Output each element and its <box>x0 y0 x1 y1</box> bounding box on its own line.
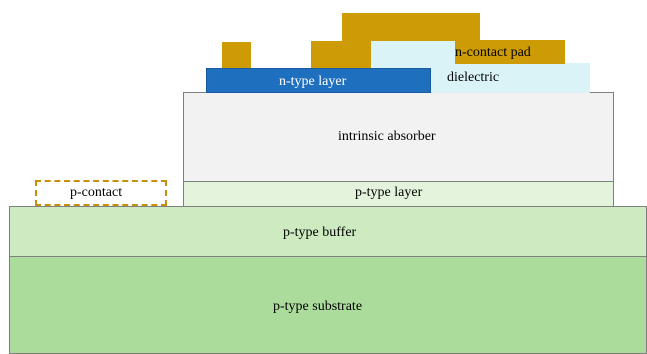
p-type-layer <box>183 181 614 207</box>
intrinsic-absorber-label: intrinsic absorber <box>338 129 436 144</box>
dielectric-upper <box>370 40 456 64</box>
intrinsic-absorber-layer <box>183 92 614 182</box>
dielectric-label: dielectric <box>447 70 500 85</box>
buffer-label: p-type buffer <box>283 225 357 240</box>
n-contact-finger <box>222 42 251 68</box>
n-type-layer-label: n-type layer <box>279 74 347 89</box>
n-contact-pad-right <box>455 40 565 64</box>
n-contact-pad-top <box>342 13 480 41</box>
n-contact-pad-label: n-contact pad <box>455 45 531 60</box>
p-type-layer-label: p-type layer <box>355 185 423 200</box>
substrate-label: p-type substrate <box>273 299 363 314</box>
p-contact-outline <box>35 180 167 206</box>
n-type-layer <box>206 68 431 93</box>
p-contact-label: p-contact <box>70 185 123 200</box>
n-contact-pad-left-stub <box>311 41 371 68</box>
substrate-layer <box>9 256 647 354</box>
buffer-layer <box>9 206 647 257</box>
